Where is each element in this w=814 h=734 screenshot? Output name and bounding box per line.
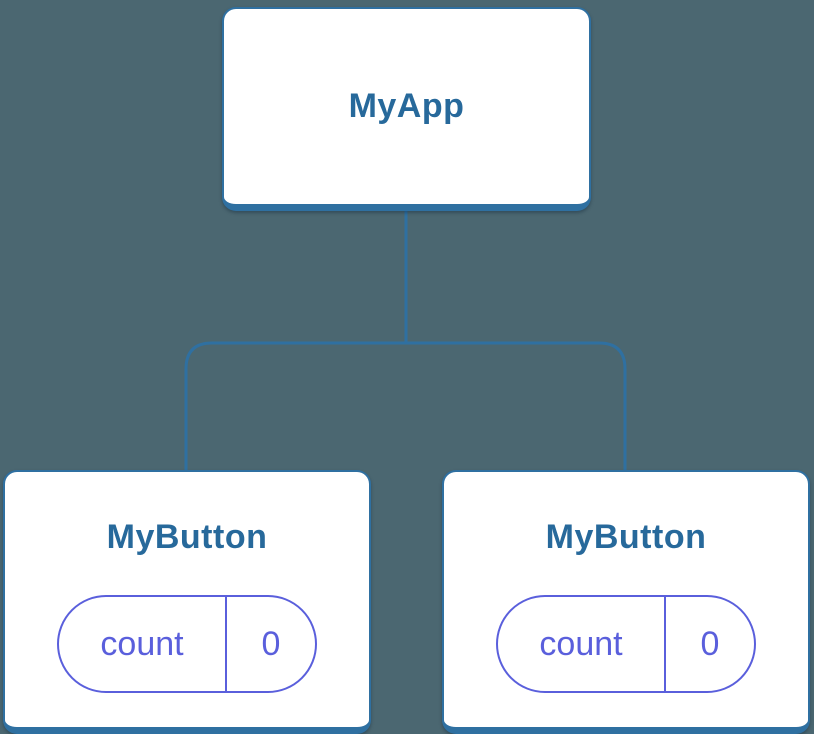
root-component-label: MyApp: [348, 87, 465, 125]
state-pill: count 0: [57, 595, 317, 693]
root-component-card: MyApp: [222, 7, 591, 211]
child-component-label: MyButton: [106, 518, 268, 556]
state-pill: count 0: [496, 595, 756, 693]
child-component-label: MyButton: [545, 518, 707, 556]
child-component-card-2: MyButton count 0: [442, 470, 810, 734]
state-key: count: [59, 597, 227, 691]
state-key: count: [498, 597, 666, 691]
state-value: 0: [261, 624, 281, 663]
state-value: 0: [700, 624, 720, 663]
connector-branch: [184, 341, 627, 472]
child-component-card-1: MyButton count 0: [3, 470, 371, 734]
